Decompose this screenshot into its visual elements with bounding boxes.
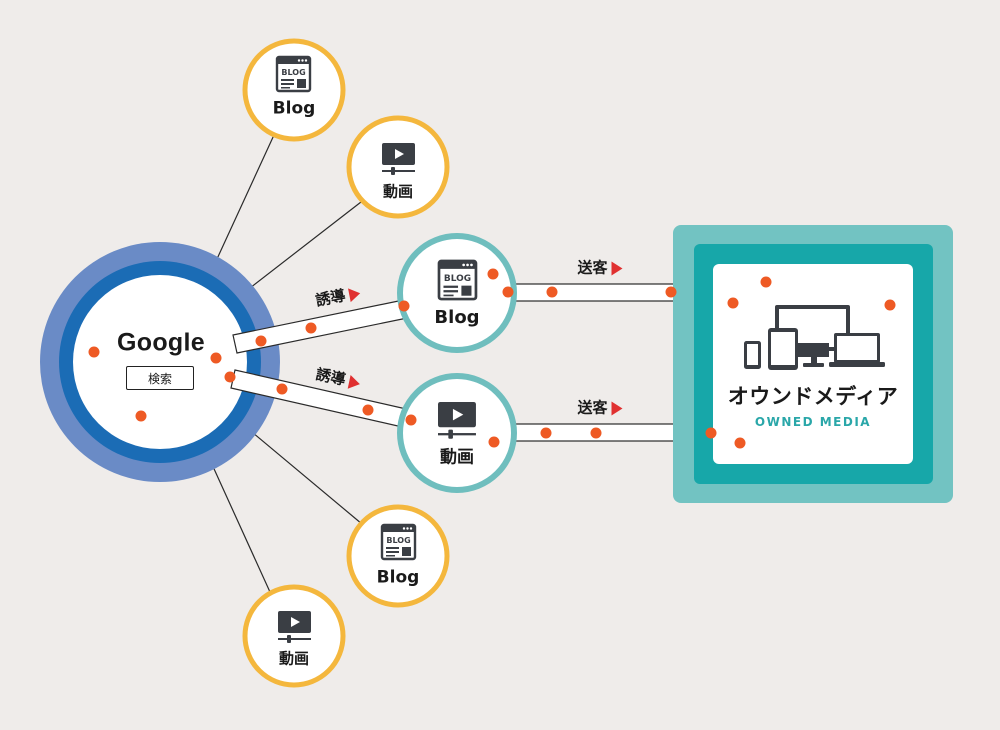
flow-dot [884,299,896,311]
flow-dot [665,286,677,298]
flow-dot [88,346,100,358]
video-icon [382,143,415,175]
middle-node-label: 動画 [440,447,474,468]
send-text: 送客 [577,258,608,277]
flow-dot [276,383,288,395]
svg-text:BLOG: BLOG [281,68,305,77]
hub-title: Google [117,328,205,357]
flow-dot [487,268,499,280]
arrow-right-icon [611,401,623,415]
flow-dot [362,404,374,416]
video-icon [278,611,311,643]
middle-nodes [397,233,517,493]
flow-dot [488,436,500,448]
blog-icon: BLOG [437,259,478,301]
flow-dot [305,322,317,334]
flow-dot [734,437,746,449]
flow-dot [224,371,236,383]
outer-node-label: 動画 [382,182,414,201]
svg-text:BLOG: BLOG [386,536,410,545]
outer-node-video-bottom [242,584,346,688]
devices-icon [744,305,885,370]
google-hub [40,242,280,482]
blog-icon: BLOG [380,523,417,561]
hub-core [73,275,247,449]
flow-dot [502,286,514,298]
flow-dot [590,427,602,439]
svg-text:BLOG: BLOG [444,274,471,284]
outer-node-label: Blog [272,98,316,119]
video-icon [438,402,476,439]
outer-node-label: Blog [376,567,420,588]
search-button[interactable]: 検索 [126,366,194,390]
flow-dot [210,352,222,364]
arrow-right-icon [611,261,623,275]
flow-dot [760,276,772,288]
send-text: 送客 [577,398,608,417]
blog-icon: BLOG [275,55,312,93]
flow-dot [546,286,558,298]
middle-node-video [397,373,517,493]
middle-node-blog [397,233,517,353]
middle-node-label: Blog [434,307,480,328]
outer-node-label: 動画 [278,649,310,668]
flow-dots [88,268,896,449]
flow-dot [705,427,717,439]
send-label-video: 送客 [577,398,623,417]
flow-dot [405,414,417,426]
send-label-blog: 送客 [577,258,623,277]
flow-dot [727,297,739,309]
owned-media-subtitle: OWNED MEDIA [754,415,872,429]
flow-dot [398,300,410,312]
flow-dot [255,335,267,347]
owned-media-title: オウンドメディア [727,384,899,409]
arrow-right-icon [347,285,362,302]
outer-node-blog-bottom [346,504,450,608]
outer-node-video-top [346,115,450,219]
flow-dot [540,427,552,439]
flow-dot [135,410,147,422]
